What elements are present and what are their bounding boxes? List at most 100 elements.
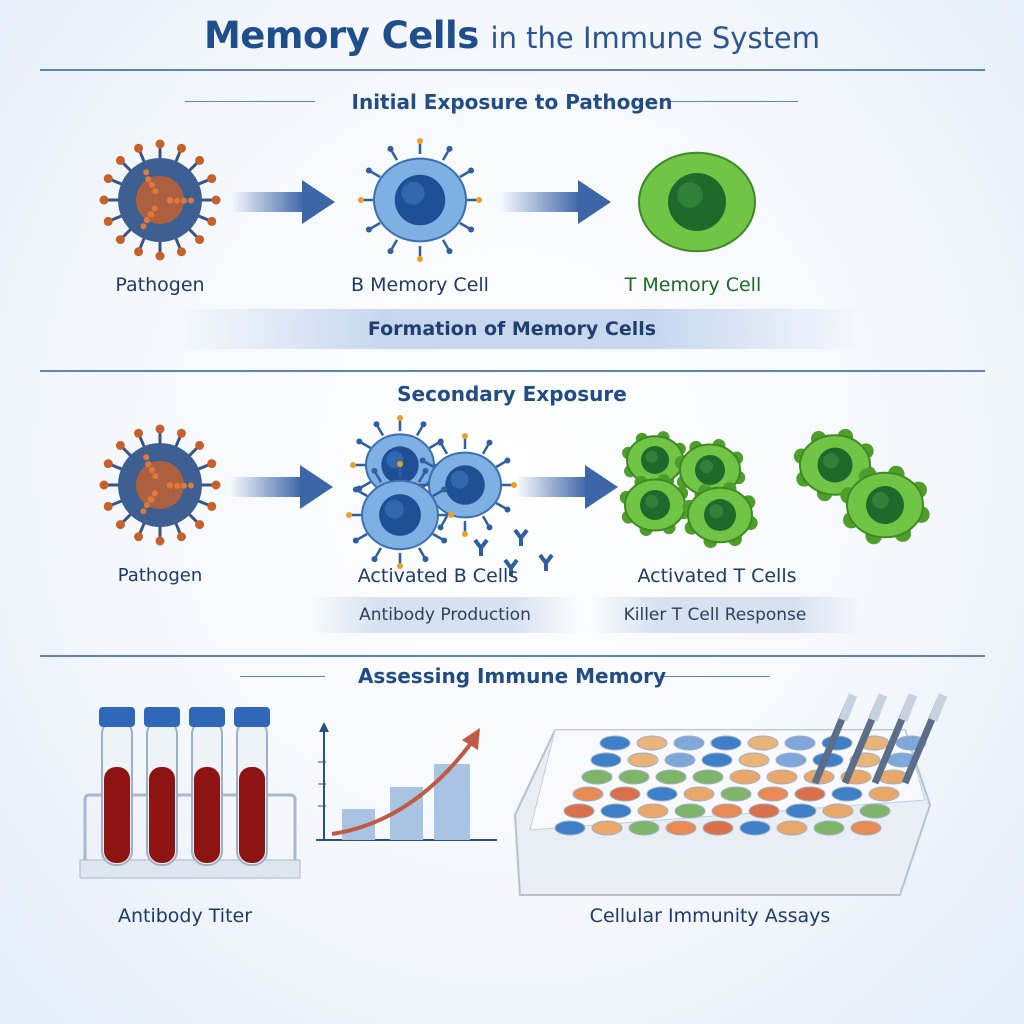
well [729,769,761,785]
dot [166,197,173,204]
receptor-tip [462,531,468,537]
divider [185,101,315,102]
spike-tip [103,459,113,469]
receptor [422,459,435,469]
divider [668,101,798,102]
spike-tip [134,143,144,153]
arrow-icon [515,465,618,509]
highlight [450,470,469,489]
tube-cap [189,707,225,727]
spike-tip [99,195,109,205]
virus-core [136,461,184,509]
receptor-tip [486,524,493,531]
receptor [439,442,449,455]
well [572,786,604,802]
spike-tip [211,480,221,490]
well [692,769,724,785]
label-b-memory-cell: B Memory Cell [351,274,489,296]
receptor-tip [420,421,427,428]
dot [166,482,173,489]
receptor-tip [476,197,482,203]
well [554,820,586,836]
well [665,820,697,836]
spike-tip [115,520,125,530]
receptor [432,532,444,542]
receptor-tip [504,457,511,464]
receptor-tip [446,145,453,152]
receptor-tip [371,556,378,563]
receptor-tip [352,486,359,493]
well [868,786,900,802]
receptor-tip [397,461,403,467]
divider [40,370,985,372]
receptor-tip [486,439,493,446]
spike-tip [155,251,165,261]
spike-tip [155,424,165,434]
receptor-tip [346,512,352,518]
well [636,735,668,751]
dot [147,211,154,218]
label-pathogen-2: Pathogen [117,565,203,586]
well-plate-assay-icon [513,693,948,896]
dot [143,454,150,461]
spike-tip [195,520,205,530]
well [600,803,632,819]
receptor-tip [373,421,380,428]
well [766,769,798,785]
pipette-body [928,693,948,722]
receptor-tip [446,248,453,255]
spike-tip [155,536,165,546]
highlight [709,504,724,519]
arrow-icon [232,180,335,224]
well [850,820,882,836]
label-killer-t-cell-response: Killer T Cell Response [623,605,807,625]
sub-band [310,597,580,633]
banner-formation: Formation of Memory Cells [367,318,657,340]
receptor-tip [350,462,356,468]
receptor [481,515,491,528]
label-cellular-immunity-assays: Cellular Immunity Assays [589,905,831,927]
spike-tip [103,174,113,184]
receptor-tip [468,226,475,233]
well [738,752,770,768]
receptor-tip [437,524,444,531]
receptor [359,440,372,450]
receptor-tip [422,556,429,563]
well [683,786,715,802]
receptor-tip [365,226,372,233]
well [757,786,789,802]
arrow-icon [500,180,611,224]
pathogen-icon [99,424,221,546]
antibody-icon [513,528,529,546]
pipette-body [868,693,888,722]
receptor-tip [365,167,372,174]
receptor-tip [387,248,394,255]
antibody-icon [473,538,489,556]
tube-cap [234,707,270,727]
well [711,803,743,819]
well [609,786,641,802]
t-memory-cell-icon [638,151,756,253]
well [563,803,595,819]
arrow-icon [230,465,333,509]
section-heading-initial: Initial Exposure to Pathogen [351,90,673,114]
divider [40,69,985,71]
divider [240,676,325,677]
receptor-tip [419,457,426,464]
well [591,820,623,836]
receptor-tip [462,433,468,439]
pipette-body [838,693,858,722]
well [674,803,706,819]
pathogen-icon [99,139,221,261]
spike-tip [176,247,186,257]
well [618,769,650,785]
dot [143,217,150,224]
activated-t-cells-icon [619,428,930,549]
dot [187,482,194,489]
antibody-icon [503,558,519,576]
well [628,820,660,836]
well [590,752,622,768]
receptor-tip [422,467,429,474]
dot [151,490,158,497]
receptor [432,488,444,498]
